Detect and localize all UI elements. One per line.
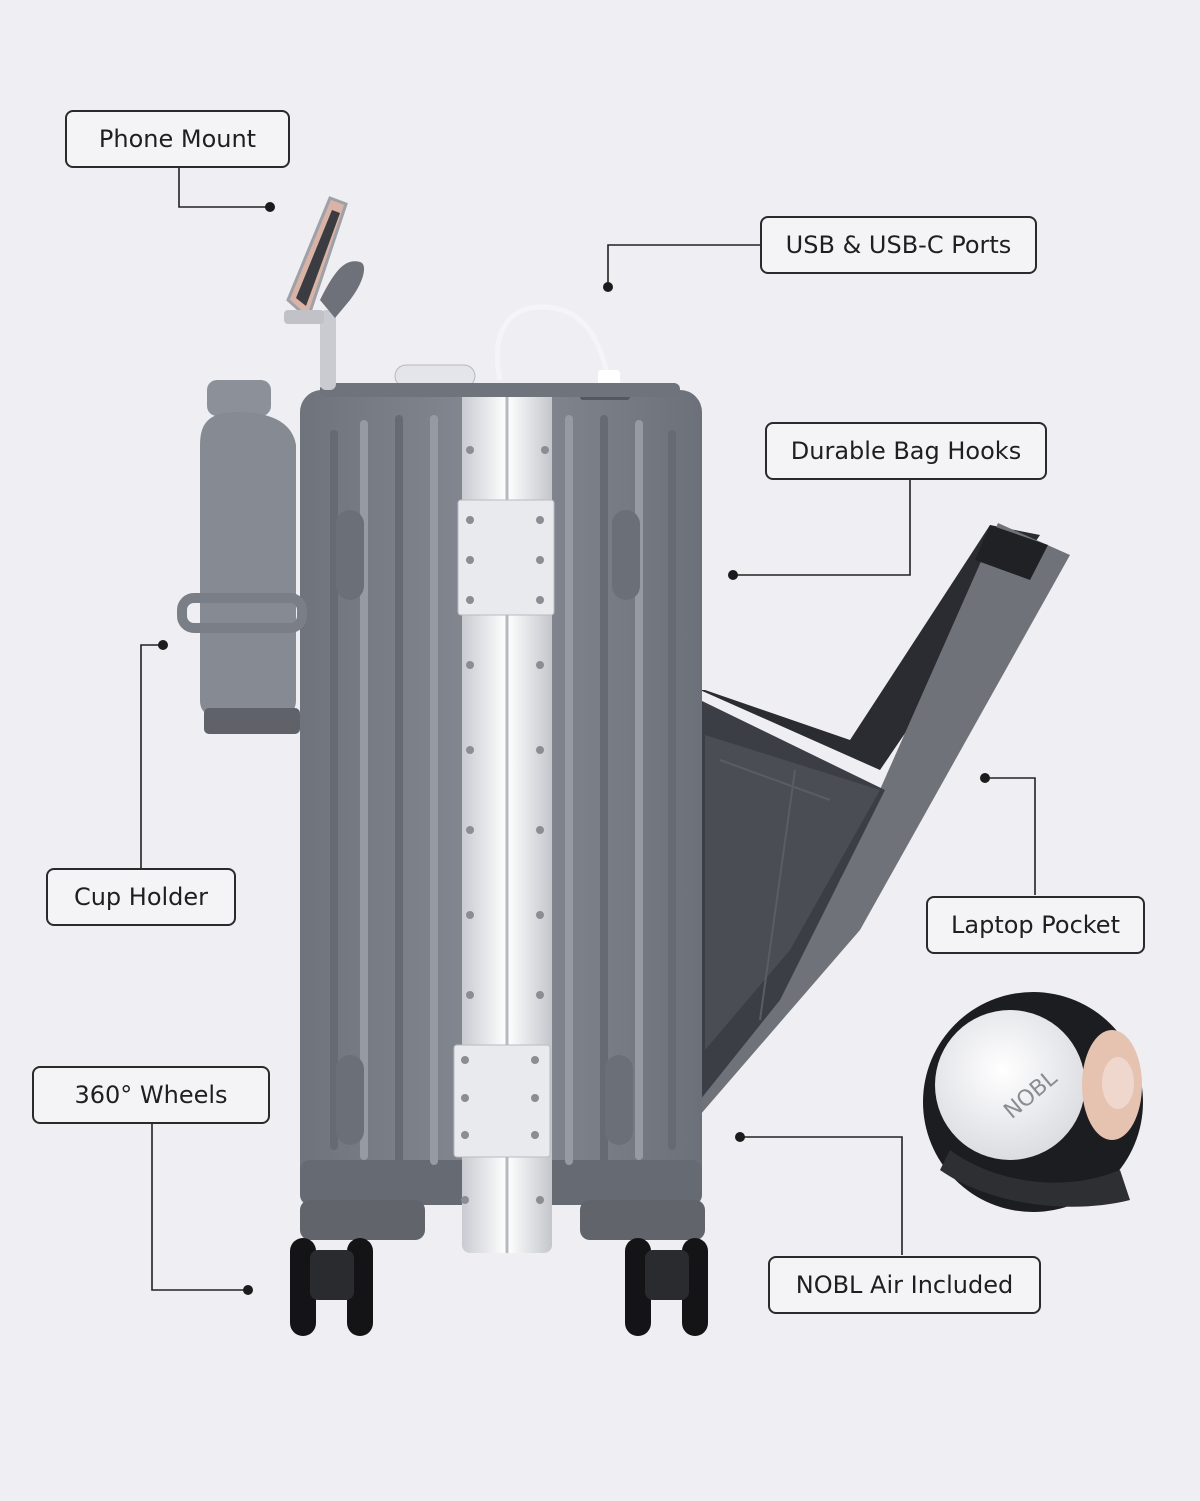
- cup-holder: [177, 380, 307, 734]
- phone-mount-dot: [265, 202, 275, 212]
- top-handle-and-ports: [320, 304, 680, 400]
- usb-ports-dot: [603, 282, 613, 292]
- phone-mount: [284, 196, 365, 390]
- callout-connectors: [140, 168, 1036, 1291]
- bag-hooks-dot: [728, 570, 738, 580]
- bag-hooks-label: Durable Bag Hooks: [765, 422, 1047, 480]
- laptop-pocket-label: Laptop Pocket: [926, 896, 1145, 954]
- aluminium-frame: [453, 385, 555, 1253]
- wheels-label: 360° Wheels: [32, 1066, 270, 1124]
- spinner-wheels: [290, 1200, 708, 1336]
- laptop-pocket-lid: [700, 523, 1070, 1115]
- nobl-air-dot: [735, 1132, 745, 1142]
- cup-holder-label: Cup Holder: [46, 868, 236, 926]
- wheels-dot: [243, 1285, 253, 1295]
- phone-mount-label: Phone Mount: [65, 110, 290, 168]
- nobl-air-inset: [923, 992, 1143, 1212]
- cup-holder-dot: [158, 640, 168, 650]
- laptop-pocket-dot: [980, 773, 990, 783]
- nobl-air-label: NOBL Air Included: [768, 1256, 1041, 1314]
- usb-ports-label: USB & USB-C Ports: [760, 216, 1037, 274]
